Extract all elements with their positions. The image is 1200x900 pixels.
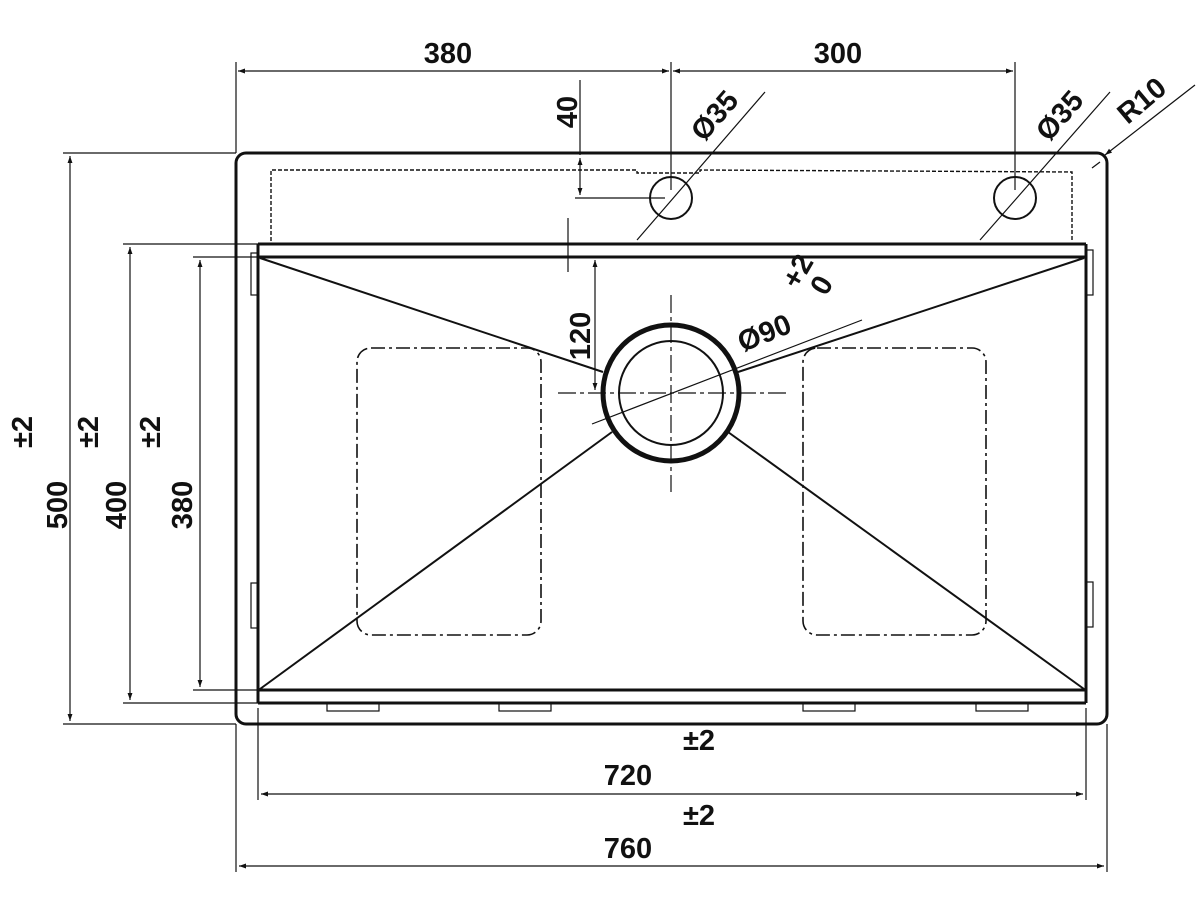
dim-400-label: 400 bbox=[101, 481, 133, 529]
dim-120: 120 bbox=[565, 218, 598, 390]
dim-120-label: 120 bbox=[565, 312, 597, 360]
dim-760-tol: ±2 bbox=[683, 800, 715, 832]
bowl-slope-lines bbox=[259, 257, 1085, 690]
dim-760-label: 760 bbox=[604, 833, 652, 865]
dia-35-left-label: Ø35 bbox=[685, 85, 745, 147]
bowl-rim bbox=[256, 242, 1088, 705]
dim-500-label: 500 bbox=[42, 481, 74, 529]
dim-40-label: 40 bbox=[552, 96, 584, 128]
mounting-clips bbox=[250, 249, 1094, 712]
dia-35-right-label: Ø35 bbox=[1030, 85, 1090, 147]
dim-left: 500 ±2 400 ±2 380 ±2 bbox=[7, 152, 258, 725]
dim-dia-35-right: Ø35 bbox=[979, 85, 1111, 241]
dim-380-top: 380 bbox=[424, 38, 472, 70]
dim-380-label: 380 bbox=[167, 481, 199, 529]
tap-deck bbox=[270, 169, 1073, 241]
svg-text:0: 0 bbox=[804, 271, 840, 301]
dim-720-label: 720 bbox=[604, 760, 652, 792]
dim-400-tol: ±2 bbox=[73, 416, 105, 448]
bowl-grid-left bbox=[356, 347, 542, 636]
bowl-grid-right bbox=[802, 347, 987, 636]
dim-top: 380 300 bbox=[235, 38, 1016, 190]
dim-720-tol: ±2 bbox=[683, 725, 715, 757]
r10-label: R10 bbox=[1112, 72, 1173, 131]
dim-dia-90: Ø90 bbox=[591, 309, 863, 425]
dim-40: 40 bbox=[552, 80, 665, 199]
dia-90-label: Ø90 bbox=[733, 309, 796, 359]
dim-bottom: ±2 720 ±2 760 bbox=[235, 708, 1108, 872]
dim-500-tol: ±2 bbox=[7, 416, 39, 448]
dim-300-top: 300 bbox=[814, 38, 862, 70]
dim-r10: R10 bbox=[1091, 72, 1196, 169]
dim-380-tol: ±2 bbox=[135, 416, 167, 448]
dim-dia-35-left: Ø35 bbox=[636, 85, 766, 241]
